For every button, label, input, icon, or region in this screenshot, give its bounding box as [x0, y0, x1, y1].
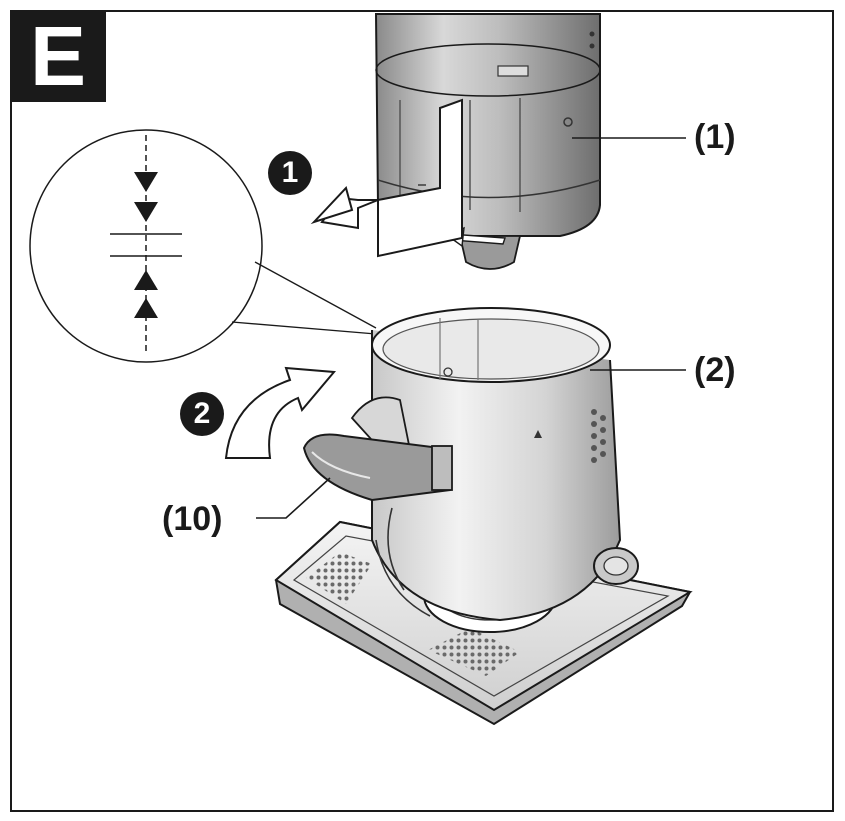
step-one-arrow	[310, 98, 463, 258]
step-two-badge: 2	[180, 392, 224, 436]
callout-lever: (10)	[162, 500, 223, 538]
step-two-arrow	[224, 366, 337, 459]
callout-motor: (1)	[694, 118, 736, 156]
leader-line-lever	[256, 477, 331, 519]
step-one-badge: 1	[268, 151, 312, 195]
base-housing	[371, 307, 639, 622]
motor-unit	[374, 13, 601, 270]
callout-base: (2)	[694, 351, 736, 389]
clamp-lever	[302, 396, 453, 502]
figure-frame	[10, 10, 834, 812]
figure-letter: E	[10, 10, 106, 102]
detail-magnifier	[29, 129, 377, 363]
